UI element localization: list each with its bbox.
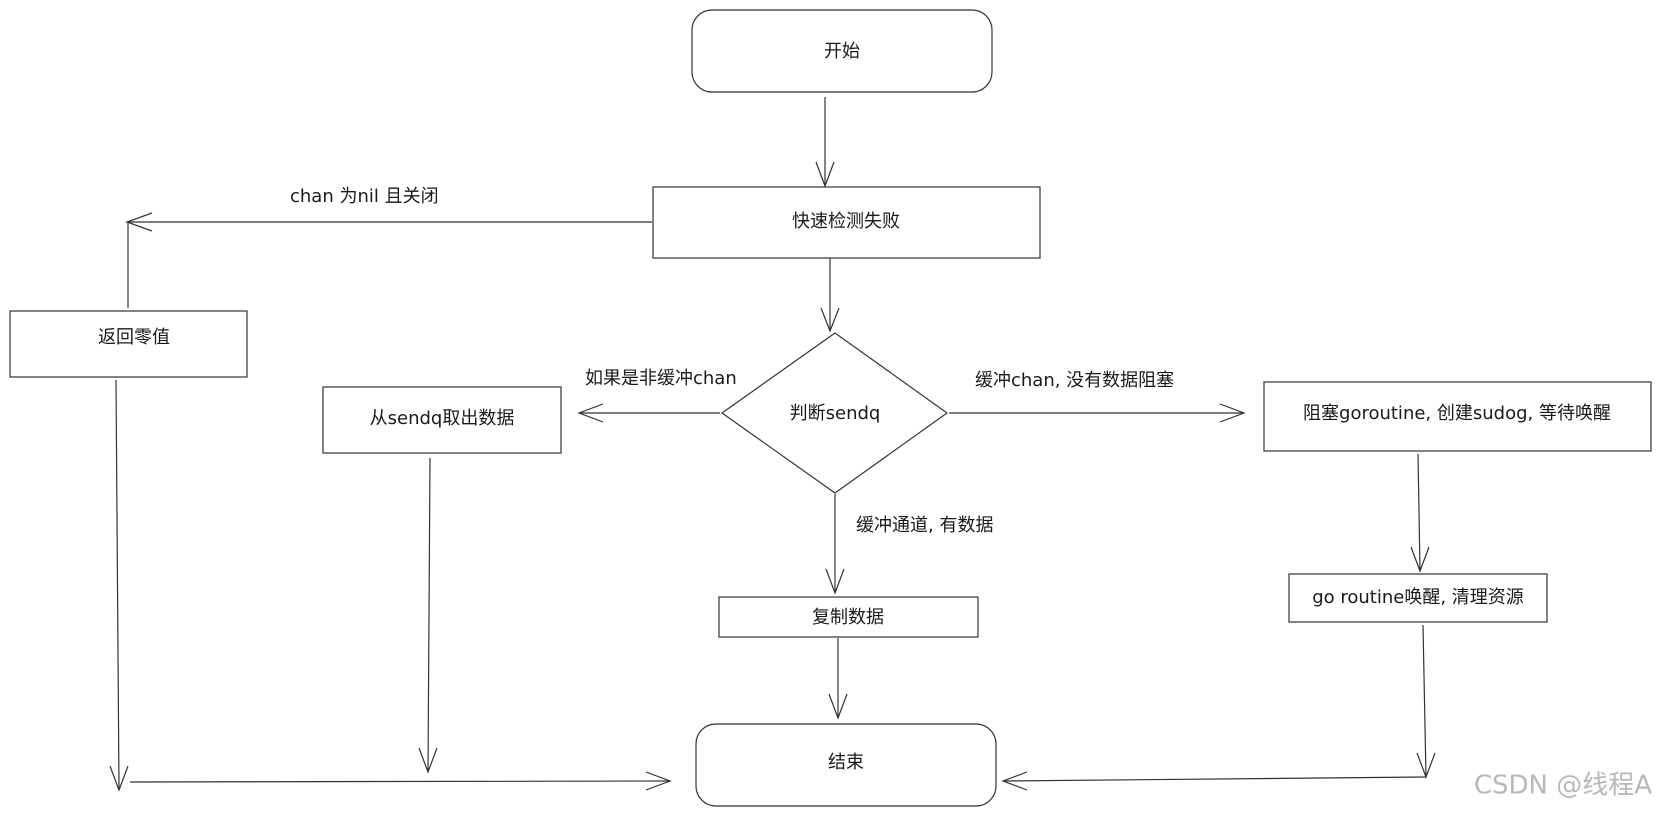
node-start: 开始 xyxy=(691,9,993,93)
watermark-text: CSDN @线程A xyxy=(1474,771,1652,801)
node-copy-data-label: 复制数据 xyxy=(812,607,884,628)
edge-wakeup-to-end xyxy=(1001,624,1436,791)
edge-label-nil-closed: chan 为nil 且关闭 xyxy=(290,186,439,207)
edge-take-to-end xyxy=(418,457,438,774)
node-goroutine-wakeup: go routine唤醒, 清理资源 xyxy=(1288,573,1548,623)
node-copy-data: 复制数据 xyxy=(718,596,979,638)
node-return-zero-label: 返回零值 xyxy=(98,327,170,348)
edge-label-buffered-has-data: 缓冲通道, 有数据 xyxy=(856,515,993,536)
edge-check-to-return xyxy=(125,212,652,308)
edge-judge-to-block xyxy=(949,403,1246,423)
edge-return-to-end xyxy=(109,379,672,792)
node-take-from-sendq: 从sendq取出数据 xyxy=(322,386,562,454)
node-take-from-sendq-label: 从sendq取出数据 xyxy=(370,408,515,429)
edge-judge-to-take xyxy=(577,403,720,423)
node-goroutine-wakeup-label: go routine唤醒, 清理资源 xyxy=(1312,587,1524,608)
edge-copy-to-end xyxy=(828,638,848,720)
node-block-goroutine-label: 阻塞goroutine, 创建sudog, 等待唤醒 xyxy=(1303,403,1611,424)
node-end: 结束 xyxy=(695,723,997,807)
node-judge-sendq-label: 判断sendq xyxy=(790,403,881,424)
node-fast-check-failed: 快速检测失败 xyxy=(652,186,1041,259)
node-judge-sendq: 判断sendq xyxy=(720,332,949,494)
node-fast-check-failed-label: 快速检测失败 xyxy=(792,211,900,232)
edge-label-unbuffered: 如果是非缓冲chan xyxy=(585,368,737,389)
edge-label-buffered-no-data: 缓冲chan, 没有数据阻塞 xyxy=(975,370,1174,391)
edge-block-to-wakeup xyxy=(1410,453,1430,573)
node-return-zero: 返回零值 xyxy=(9,310,248,378)
node-start-label: 开始 xyxy=(824,41,860,62)
node-block-goroutine: 阻塞goroutine, 创建sudog, 等待唤醒 xyxy=(1263,381,1652,452)
edge-check-to-judge xyxy=(820,258,840,333)
node-end-label: 结束 xyxy=(828,752,864,773)
edge-judge-to-copy xyxy=(825,494,845,595)
edge-start-to-check xyxy=(815,97,835,188)
